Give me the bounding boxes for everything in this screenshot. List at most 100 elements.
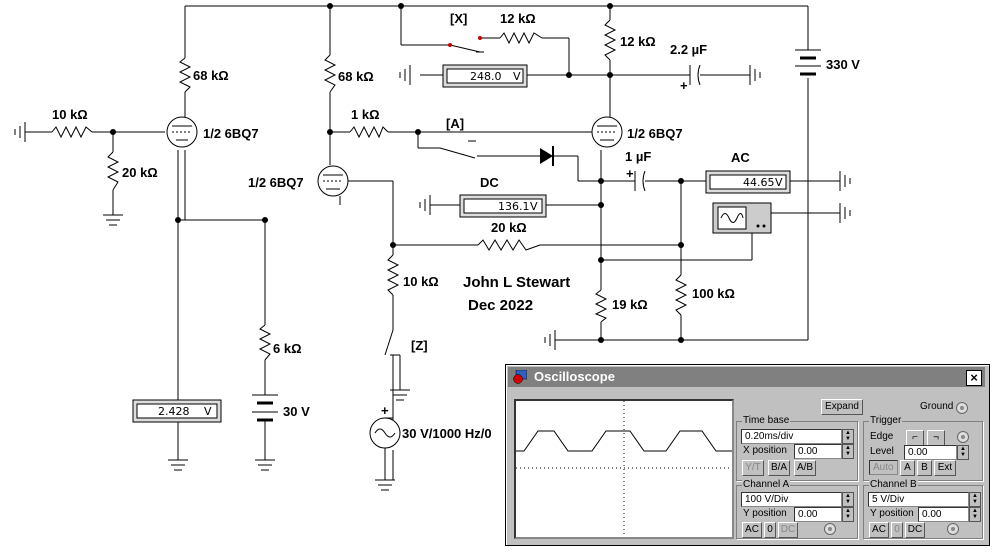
oscilloscope-title: Oscilloscope (534, 369, 615, 384)
label-r-div-low: 19 kΩ (612, 297, 648, 312)
svg-text:+: + (626, 166, 634, 181)
label-meter-ac: AC (731, 150, 750, 165)
channel-a-dc-button[interactable]: DC (778, 522, 798, 538)
xpos-spinner[interactable]: ▲▼ (842, 444, 854, 459)
label-r-switch-x: 12 kΩ (500, 11, 536, 26)
channel-b-terminal[interactable] (947, 523, 959, 535)
channel-b-dc-button[interactable]: DC (905, 522, 925, 538)
label-c-out: 2.2 µF (670, 42, 707, 57)
channel-a-ypos-label: Y position (742, 508, 788, 519)
tube-v2-icon (317, 165, 349, 197)
tube-v1-icon (166, 116, 198, 148)
ground-label: Ground (919, 401, 955, 412)
author-date: Dec 2022 (468, 297, 533, 314)
timebase-group (736, 421, 858, 481)
trigger-a-button[interactable]: A (900, 460, 915, 476)
channel-a-terminal[interactable] (824, 523, 836, 535)
label-r-plate-v2: 68 kΩ (338, 69, 374, 84)
label-switch-a: [A] (446, 116, 464, 131)
tube-v3-icon (591, 116, 623, 148)
channel-a-ac-button[interactable]: AC (742, 522, 762, 538)
mode-ab-button[interactable]: A/B (794, 460, 816, 476)
mode-yt-button[interactable]: Y/T (742, 460, 764, 476)
oscilloscope-titlebar[interactable]: Oscilloscope × (508, 367, 985, 387)
battery-30v-icon (252, 394, 278, 422)
label-r-grid-stop: 1 kΩ (351, 107, 380, 122)
close-icon[interactable]: × (966, 370, 982, 386)
svg-text:136.1: 136.1 (498, 200, 530, 213)
svg-text:+: + (680, 78, 688, 93)
mode-ba-button[interactable]: B/A (768, 460, 790, 476)
label-r-source: 10 kΩ (403, 274, 439, 289)
trigger-terminal[interactable] (957, 431, 969, 443)
svg-text:V: V (204, 405, 212, 418)
trigger-title: Trigger (869, 415, 903, 426)
trigger-ext-button[interactable]: Ext (934, 460, 956, 476)
channel-a-zero-button[interactable]: 0 (764, 522, 776, 538)
battery-330v-icon (795, 49, 821, 76)
meter-ac: 44.65 V (705, 170, 791, 194)
ground-icon (14, 65, 851, 491)
edge-falling-icon[interactable]: ¬ (927, 430, 945, 446)
trigger-group (863, 421, 983, 481)
xpos-label: X position (742, 445, 788, 456)
label-c-couple: 1 µF (625, 149, 651, 164)
ground-terminal[interactable] (956, 402, 968, 414)
channel-b-group (863, 485, 983, 539)
label-r-input: 10 kΩ (52, 107, 88, 122)
timebase-spinner[interactable]: ▲▼ (842, 429, 854, 444)
xpos-field[interactable]: 0.00 (794, 444, 842, 459)
svg-text:V: V (513, 70, 521, 83)
timebase-value[interactable]: 0.20ms/div (741, 429, 842, 444)
channel-b-scale[interactable]: 5 V/Div (868, 492, 969, 507)
scope-probe-icon (712, 202, 772, 234)
label-r-feedback: 20 kΩ (491, 220, 527, 235)
meter-dc: 136.1 V (459, 194, 547, 218)
trigger-auto[interactable]: Auto (869, 460, 898, 475)
edge-rising-icon[interactable]: ⌐ (906, 430, 924, 446)
channel-b-ac-button[interactable]: AC (869, 522, 889, 538)
channel-b-title: Channel B (869, 479, 918, 490)
label-r-load: 100 kΩ (692, 286, 735, 301)
label-bias-supply: 30 V (283, 404, 310, 419)
label-switch-z: [Z] (411, 338, 428, 353)
label-r-cathode: 6 kΩ (273, 341, 302, 356)
level-field[interactable]: 0.00 (904, 445, 957, 460)
channel-b-ypos-spinner[interactable]: ▲▼ (969, 507, 981, 522)
oscilloscope-screen (514, 399, 734, 539)
author-name: John L Stewart (463, 274, 570, 291)
channel-b-zero-button[interactable]: 0 (891, 522, 903, 538)
channel-a-scale[interactable]: 100 V/Div (741, 492, 842, 507)
svg-text:44.65: 44.65 (743, 176, 775, 189)
label-b-plus: 330 V (826, 57, 860, 72)
channel-a-ypos-spinner[interactable]: ▲▼ (842, 507, 854, 522)
label-tube-v1: 1/2 6BQ7 (203, 126, 259, 141)
label-tube-v2: 1/2 6BQ7 (248, 175, 304, 190)
switch-z-icon[interactable] (384, 329, 401, 390)
level-spinner[interactable]: ▲▼ (957, 445, 969, 460)
meter-bottom: 2.428 V (132, 399, 222, 423)
scope-trace (516, 430, 732, 452)
level-label: Level (869, 446, 895, 457)
label-r-plate-v1: 68 kΩ (193, 68, 229, 83)
channel-b-scale-spinner[interactable]: ▲▼ (969, 492, 981, 507)
label-r-grid-bias: 20 kΩ (122, 165, 158, 180)
switch-a-icon[interactable] (439, 140, 476, 159)
label-tube-v3: 1/2 6BQ7 (627, 126, 683, 141)
oscilloscope-window[interactable]: Oscilloscope × Expand Ground Time base 0… (505, 364, 990, 546)
channel-a-ypos-field[interactable]: 0.00 (794, 507, 842, 522)
svg-text:+: + (381, 403, 389, 418)
channel-a-group (736, 485, 858, 539)
svg-text:2.428: 2.428 (158, 405, 190, 418)
svg-text:248.0: 248.0 (470, 70, 502, 83)
channel-a-scale-spinner[interactable]: ▲▼ (842, 492, 854, 507)
label-r-plate-v3: 12 kΩ (620, 34, 656, 49)
timebase-title: Time base (742, 415, 791, 426)
channel-a-title: Channel A (742, 479, 791, 490)
switch-x-icon[interactable] (448, 36, 485, 53)
capacitor-2u2-icon (689, 64, 701, 86)
trigger-b-button[interactable]: B (917, 460, 932, 476)
expand-button[interactable]: Expand (821, 399, 863, 415)
channel-b-ypos-field[interactable]: 0.00 (918, 507, 969, 522)
